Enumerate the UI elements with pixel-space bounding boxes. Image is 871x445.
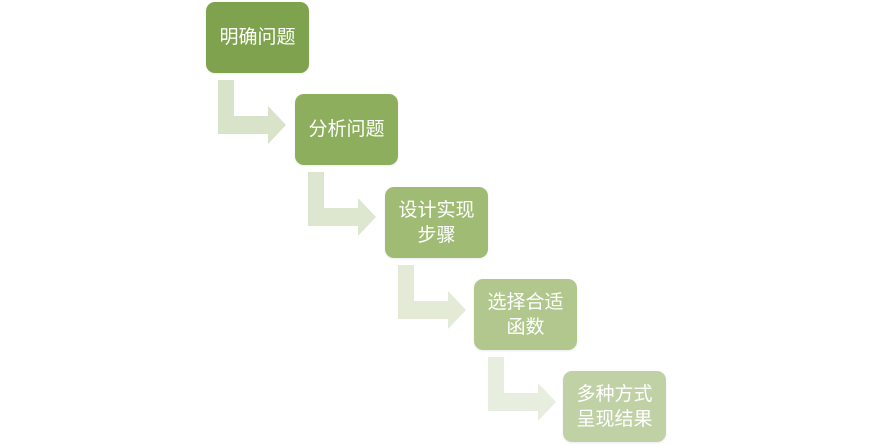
connector-arrow-3 bbox=[398, 265, 466, 329]
step-box-4: 选择合适函数 bbox=[474, 279, 577, 350]
step-label: 明确问题 bbox=[219, 26, 296, 48]
connector-arrow-shape bbox=[218, 80, 286, 144]
step-label: 分析问题 bbox=[308, 118, 385, 140]
connector-arrow-4 bbox=[488, 357, 556, 421]
step-box-1: 明确问题 bbox=[206, 2, 309, 73]
connector-arrow-shape bbox=[398, 265, 466, 329]
step-box-5: 多种方式呈现结果 bbox=[563, 371, 666, 442]
step-label: 选择合适函数 bbox=[487, 290, 564, 338]
step-label: 多种方式呈现结果 bbox=[576, 382, 653, 430]
connector-arrow-2 bbox=[308, 172, 376, 236]
step-box-3: 设计实现步骤 bbox=[385, 187, 488, 258]
connector-arrow-shape bbox=[488, 357, 556, 421]
step-label: 设计实现步骤 bbox=[398, 198, 475, 246]
connector-arrow-1 bbox=[218, 80, 286, 144]
connector-arrow-shape bbox=[308, 172, 376, 236]
step-box-2: 分析问题 bbox=[295, 94, 398, 165]
